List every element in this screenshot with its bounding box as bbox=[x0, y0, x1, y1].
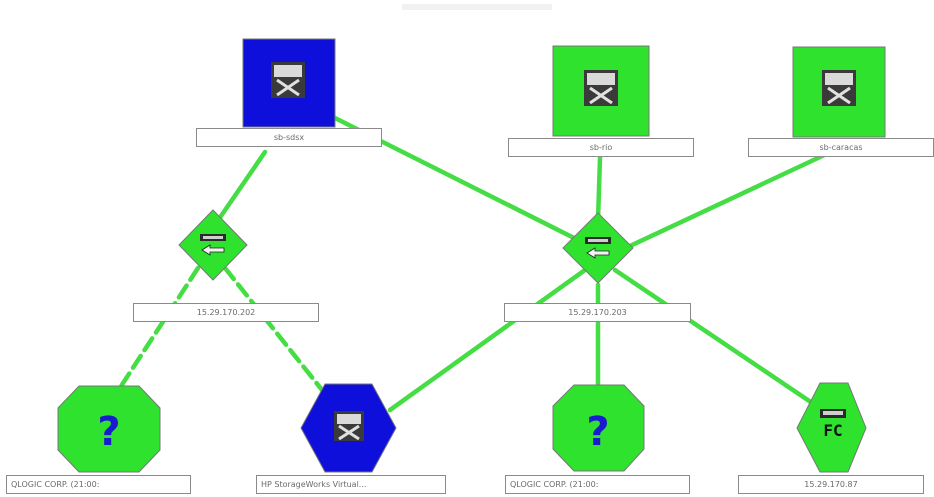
node-label-rio: sb-rio bbox=[508, 138, 694, 157]
host-icon bbox=[271, 62, 305, 98]
fc-status-hexagon bbox=[796, 382, 867, 473]
switch-icon bbox=[585, 237, 611, 259]
node-switch-left[interactable] bbox=[178, 209, 248, 281]
link-switch-right-fc bbox=[612, 267, 833, 418]
node-storage-virtual[interactable] bbox=[300, 383, 397, 473]
question-icon: ? bbox=[586, 409, 609, 455]
node-unknown-left[interactable]: ? bbox=[57, 385, 161, 473]
blurred-title bbox=[402, 4, 552, 10]
unknown-right-status-octagon bbox=[552, 384, 645, 472]
node-label-sdsx: sb-sdsx bbox=[196, 128, 382, 147]
link-switch-right-storage bbox=[387, 267, 588, 413]
node-label-storage-virtual: HP StorageWorks Virtual... bbox=[256, 475, 446, 494]
node-switch-right[interactable] bbox=[562, 212, 634, 284]
unknown-left-status-octagon bbox=[57, 385, 161, 473]
storage-icon bbox=[334, 411, 364, 441]
svg-text:FC: FC bbox=[823, 421, 842, 440]
switch-left-status-diamond bbox=[178, 209, 248, 281]
node-label-fc-device: 15.29.170.87 bbox=[738, 475, 924, 494]
switch-right-status-diamond bbox=[562, 212, 634, 284]
host-sdsx-status-square bbox=[242, 38, 336, 128]
node-host-sdsx[interactable] bbox=[242, 38, 336, 128]
node-fc-device[interactable]: FC bbox=[796, 382, 867, 473]
link-caracas-switch-right bbox=[627, 147, 838, 249]
node-label-unknown-left: QLOGIC CORP. (21:00: bbox=[6, 475, 191, 494]
host-icon bbox=[584, 70, 618, 106]
link-switch-left-unknown-left bbox=[109, 265, 201, 403]
node-unknown-right[interactable]: ? bbox=[552, 384, 645, 472]
question-icon: ? bbox=[97, 409, 120, 455]
host-icon bbox=[822, 70, 856, 106]
node-host-caracas[interactable] bbox=[792, 46, 886, 138]
node-label-unknown-right: QLOGIC CORP. (21:00: bbox=[505, 475, 690, 494]
switch-icon bbox=[200, 234, 226, 256]
node-label-switch-left: 15.29.170.202 bbox=[133, 303, 319, 322]
fc-icon: FC bbox=[820, 409, 846, 440]
node-label-switch-right: 15.29.170.203 bbox=[504, 303, 691, 322]
link-switch-left-storage bbox=[222, 265, 333, 403]
link-rio-switch-right bbox=[595, 155, 603, 223]
node-label-caracas: sb-caracas bbox=[748, 138, 934, 157]
node-host-rio[interactable] bbox=[552, 45, 650, 137]
